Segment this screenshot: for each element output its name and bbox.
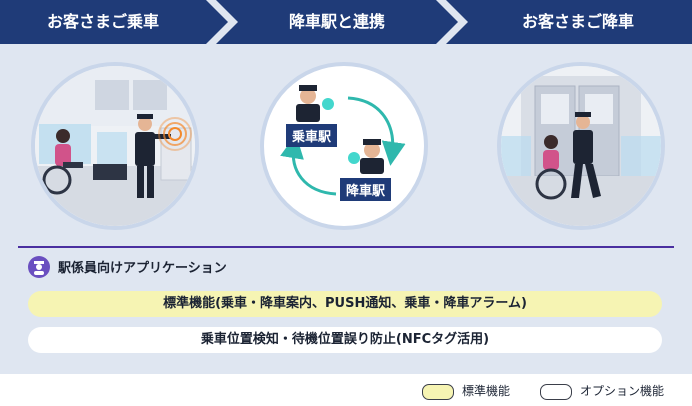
wheelchair-user-figure: [42, 129, 127, 195]
station-staff-figure: [135, 114, 171, 198]
forward-arrow: [347, 96, 406, 166]
chevron-band: [0, 0, 692, 44]
linkage-scene: 乗車駅 降車駅: [260, 62, 428, 230]
legend: 標準機能 オプション機能: [0, 374, 692, 406]
boarding-scene: [31, 62, 199, 230]
standard-legend-swatch: [422, 384, 454, 400]
app-title: 駅係員向けアプリケーション: [58, 261, 227, 276]
alighting-staff-icon: [348, 139, 384, 174]
step-3-label: お客さまご降車: [521, 12, 634, 31]
option-legend-swatch: [540, 384, 572, 400]
alighting-station-label: 降車駅: [340, 178, 392, 201]
station-staff-figure: [571, 112, 601, 198]
boarding-station-label: 乗車駅: [286, 124, 338, 147]
process-header: お客さまご乗車 降車駅と連携 お客さまご降車: [0, 0, 692, 44]
standard-feature-bar: 標準機能(乗車・降車案内、PUSH通知、乗車・降車アラーム): [28, 291, 662, 317]
station-staff-icon: [28, 256, 50, 278]
boarding-staff-icon: [296, 85, 334, 122]
option-feature-bar: 乗車位置検知・待機位置誤り防止(NFCタグ活用): [28, 327, 662, 353]
standard-legend-label: 標準機能: [462, 384, 511, 398]
alighting-scene: [497, 62, 665, 230]
wheelchair-user-figure: [535, 135, 567, 200]
step-2-chevron: [216, 0, 458, 44]
step-2-label: 降車駅と連携: [288, 12, 385, 31]
section-divider: [18, 246, 674, 248]
option-legend-label: オプション機能: [580, 384, 665, 398]
step-1-chevron: [0, 0, 228, 44]
nfc-tap-glow: [158, 117, 192, 151]
step-3-chevron: [446, 0, 692, 44]
step-1-label: お客さまご乗車: [46, 12, 159, 31]
return-arrow: [280, 134, 337, 196]
